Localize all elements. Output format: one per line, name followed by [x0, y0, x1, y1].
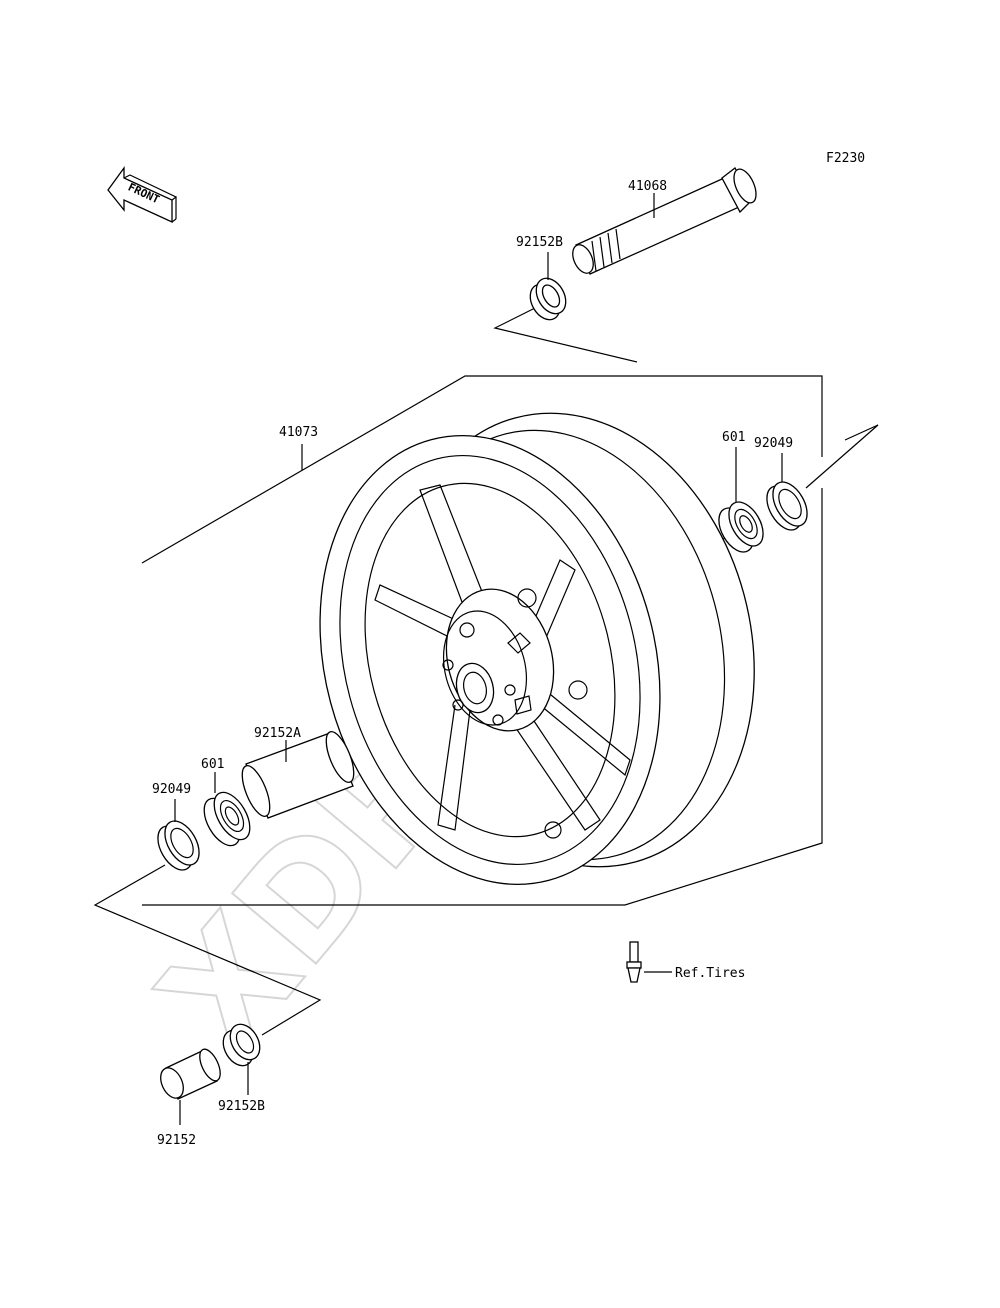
label-axle: 41068 — [628, 179, 667, 194]
bearing-601-right — [718, 447, 764, 553]
label-bearing-left: 601 — [201, 757, 224, 772]
bearing-601-left — [203, 772, 251, 847]
figure-code: F2230 — [826, 151, 865, 166]
label-wheel: 41073 — [279, 425, 318, 440]
collar-92152 — [160, 1048, 221, 1125]
label-bearing-right: 601 — [722, 430, 745, 445]
seal-92049-left — [157, 799, 200, 871]
label-valve-ref: Ref.Tires — [675, 966, 745, 981]
spacer-92152a — [241, 731, 355, 819]
label-seal-right: 92049 — [754, 436, 793, 451]
seal-92049-right — [766, 453, 808, 531]
axle-41068 — [572, 167, 757, 275]
wheel-41073 — [301, 412, 755, 885]
collar-92152b-top — [529, 252, 567, 321]
label-seal-left: 92049 — [152, 782, 191, 797]
collar-92152b-bottom — [222, 1023, 261, 1095]
label-collar-b-top: 92152B — [516, 235, 563, 250]
front-arrow-icon: FRONT — [107, 166, 178, 224]
label-spacer-a: 92152A — [254, 726, 301, 741]
label-collar-b-bottom: 92152B — [218, 1099, 265, 1114]
valve-stem-icon — [626, 941, 672, 983]
label-collar: 92152 — [157, 1133, 196, 1148]
